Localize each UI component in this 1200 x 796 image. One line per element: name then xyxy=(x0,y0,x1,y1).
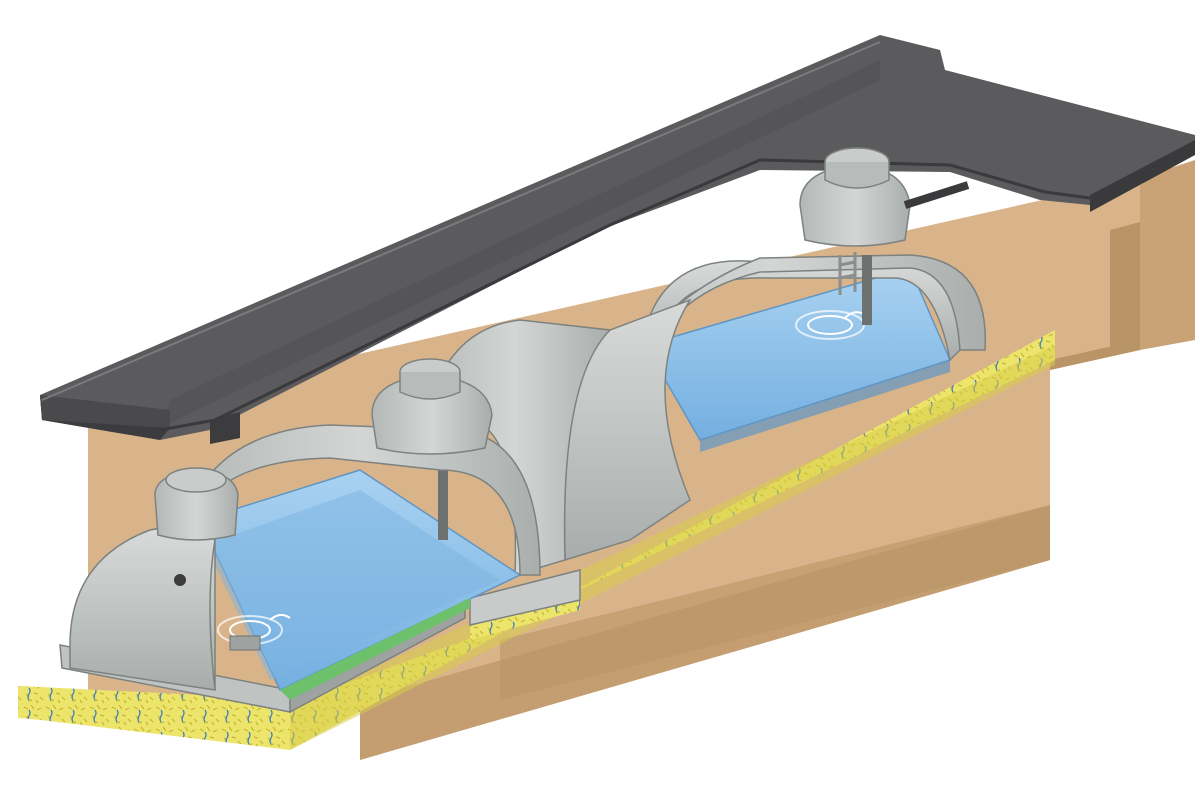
rear-manhole-riser xyxy=(799,147,970,247)
asphalt-road-slab xyxy=(40,35,1195,444)
middle-manhole-riser xyxy=(371,358,493,455)
front-riser-pipe xyxy=(438,470,448,540)
liner-strip xyxy=(280,598,470,700)
front-manhole-cover-icon xyxy=(165,467,227,493)
rear-riser-pipe xyxy=(862,255,872,325)
ladder-icon xyxy=(838,252,857,295)
inlet-pipe-icon xyxy=(903,181,970,209)
front-manhole-riser xyxy=(154,467,239,541)
outlet-pipe-icon xyxy=(174,574,186,586)
front-end-cap xyxy=(69,525,216,691)
front-tank xyxy=(183,424,541,700)
